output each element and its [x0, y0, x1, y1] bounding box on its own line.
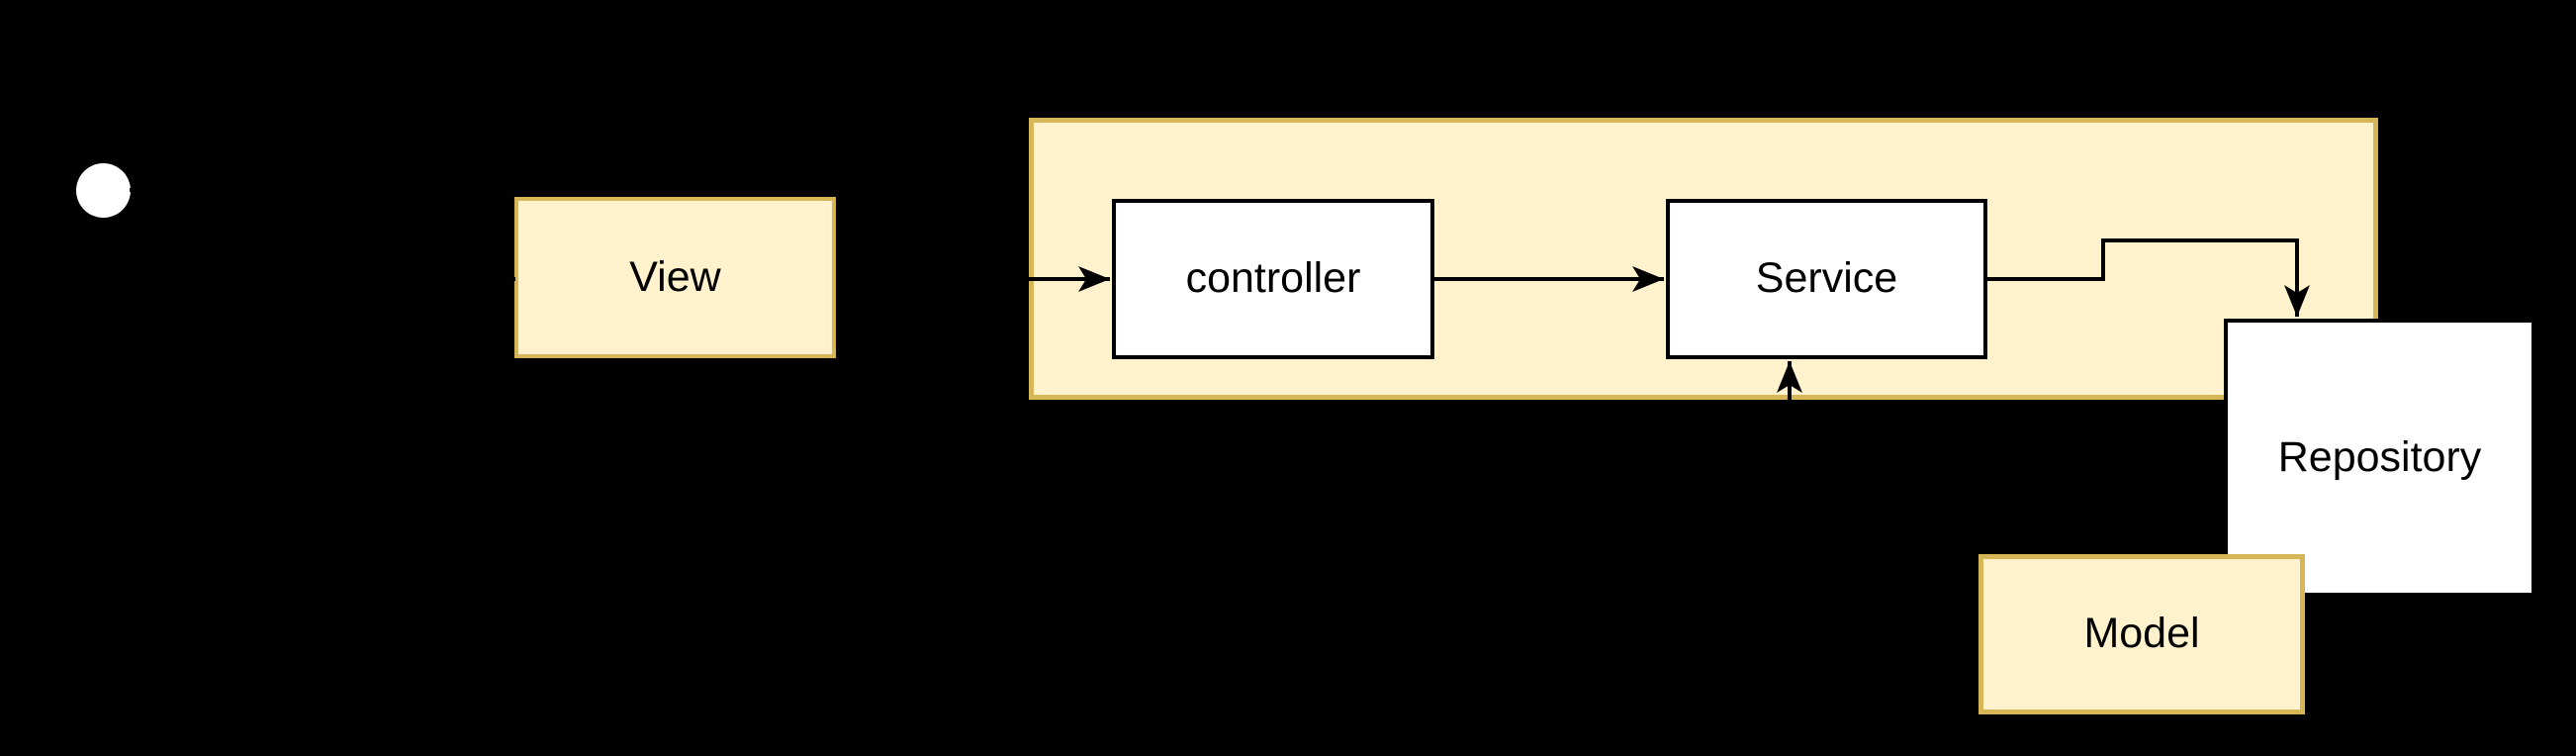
- start-circle-node: [76, 163, 131, 218]
- view-node-label: View: [629, 252, 721, 301]
- model-node: Model: [1978, 554, 2305, 714]
- service-node: Service: [1666, 199, 1987, 359]
- repository-node-label: Repository: [2277, 432, 2482, 481]
- view-node: View: [514, 197, 836, 358]
- edge-start-to-view: [130, 188, 515, 292]
- repository-node: Repository: [2224, 319, 2535, 597]
- controller-node-label: controller: [1185, 254, 1361, 303]
- model-node-label: Model: [2083, 610, 2200, 658]
- controller-node: controller: [1112, 199, 1434, 359]
- service-node-label: Service: [1755, 254, 1898, 303]
